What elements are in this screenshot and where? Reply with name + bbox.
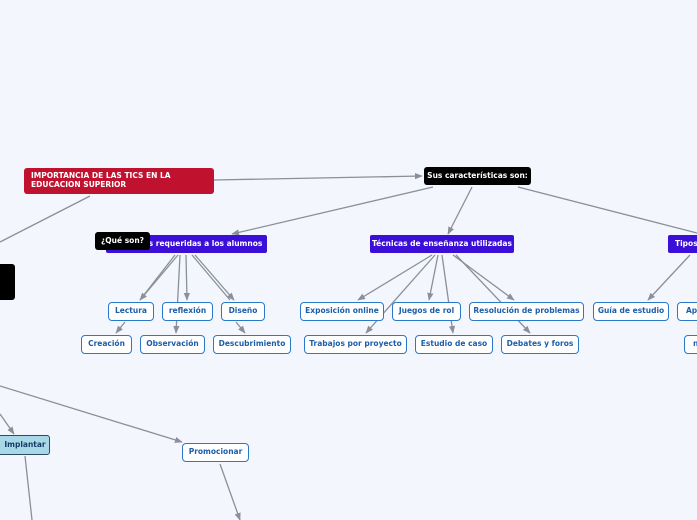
estudio-node[interactable]: Estudio de caso <box>415 335 493 354</box>
edge-diseno-descubrimiento <box>235 321 246 334</box>
edge-tec-debates <box>455 254 531 334</box>
trabajos-node[interactable]: Trabajos por proyecto <box>304 335 407 354</box>
tipos-node[interactable]: Tipos <box>668 235 697 253</box>
diseno-node[interactable]: Diseño <box>221 302 265 321</box>
promocionar-node[interactable]: Promocionar <box>182 443 249 462</box>
edge-caract-habilidades <box>231 186 434 236</box>
resolucion-node[interactable]: Resolución de problemas <box>469 302 584 321</box>
edge-caract-tecnicas <box>447 186 473 235</box>
edge-tec-estudio <box>441 254 456 334</box>
edge-tec-exposicion <box>357 254 433 301</box>
reflexion-node[interactable]: reflexión <box>162 302 213 321</box>
implantar-node[interactable]: Implantar <box>0 435 50 455</box>
edge-caract-tipos <box>517 186 697 234</box>
left-cut-node[interactable] <box>0 264 15 300</box>
que-son-node[interactable]: ¿Qué son? <box>95 232 150 250</box>
edge-left-promocionar <box>0 385 183 443</box>
caracteristicas-node[interactable]: Sus características son: <box>424 167 531 185</box>
edge-implantar-down <box>24 455 33 520</box>
observacion-node[interactable]: Observación <box>140 335 205 354</box>
descubrimiento-node[interactable]: Descubrimiento <box>213 335 291 354</box>
juegos-node[interactable]: Juegos de rol <box>392 302 461 321</box>
ap-cut-node[interactable]: Ap <box>677 302 697 321</box>
edge-hab-creacion <box>139 254 176 301</box>
edge-root-left <box>0 195 91 243</box>
tecnicas-node[interactable]: Técnicas de enseñanza utilizadas <box>370 235 514 253</box>
edge-hab-diseno <box>194 254 235 301</box>
debates-node[interactable]: Debates y foros <box>501 335 579 354</box>
n-cut-node[interactable]: n <box>684 335 697 354</box>
edge-hab-descubrimiento <box>191 254 231 301</box>
edge-tipos-guia <box>647 254 691 301</box>
edge-root-caracteristicas <box>213 173 423 181</box>
guia-node[interactable]: Guía de estudio <box>593 302 669 321</box>
creacion-node[interactable]: Creación <box>81 335 132 354</box>
edge-lectura-creacion <box>115 321 126 334</box>
lectura-node[interactable]: Lectura <box>108 302 154 321</box>
root-node[interactable]: IMPORTANCIA DE LAS TICS EN LA EDUCACION … <box>24 168 214 194</box>
edge-promocionar-down <box>219 463 241 520</box>
edge-tec-trabajos <box>365 254 436 334</box>
edge-hab-observacion <box>173 254 181 334</box>
edge-left-implantar <box>0 413 15 435</box>
edge-tec-juegos <box>427 254 439 301</box>
exposicion-node[interactable]: Exposición online <box>300 302 384 321</box>
edge-hab-reflexion <box>183 254 190 301</box>
